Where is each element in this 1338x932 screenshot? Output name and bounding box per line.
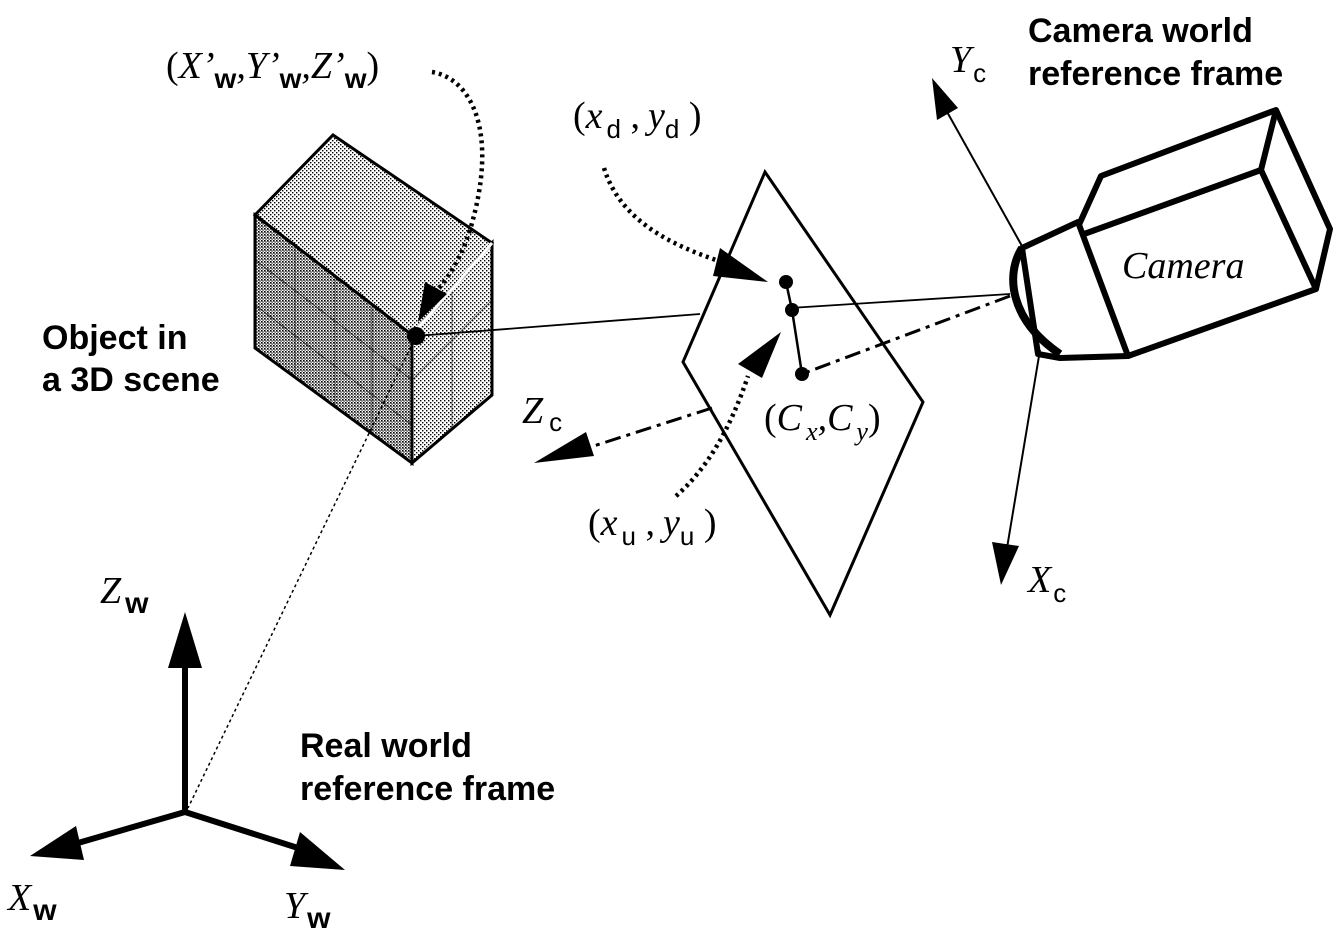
yw-label: Yw — [284, 885, 331, 932]
object-cube — [252, 133, 495, 467]
camera-body-label: Camera — [1122, 245, 1244, 287]
world-point-label: (X’w,Y’w,Z’w) — [166, 45, 379, 94]
camera-axis-xc — [1006, 349, 1041, 549]
xw-arrowhead — [30, 826, 84, 860]
pointer-distorted-head — [713, 248, 768, 282]
pointer-undistorted — [674, 375, 751, 498]
xc-arrowhead — [992, 542, 1019, 585]
pointer-world-point-head — [418, 282, 447, 322]
world-axis-x — [77, 809, 186, 846]
real-world-label-line1: Real world — [300, 727, 472, 765]
camera-lens — [1009, 245, 1063, 358]
optical-axis — [801, 294, 1011, 376]
projection-ray — [415, 313, 701, 337]
optical-axis-zc — [574, 406, 713, 454]
undistorted-point-dot — [785, 303, 799, 317]
camera-world-label-line2: reference frame — [1028, 55, 1283, 93]
pointer-world-point — [430, 69, 485, 298]
xw-label: Xw — [6, 877, 57, 927]
camera-axis-yc — [945, 109, 1023, 247]
cube-edge-highlight — [410, 242, 494, 336]
zw-arrowhead — [168, 612, 202, 668]
zc-arrowhead — [534, 432, 594, 463]
projection-ray-camera — [789, 293, 1011, 309]
yc-label: Yc — [950, 39, 986, 88]
principal-point-dot — [795, 367, 809, 381]
real-world-label-line2: reference frame — [300, 770, 555, 808]
pointer-undistorted-head — [738, 332, 781, 378]
distortion-segment — [784, 281, 804, 375]
camera — [1009, 107, 1333, 361]
object-label-line2: a 3D scene — [42, 361, 220, 399]
distorted-point-dot — [779, 275, 793, 289]
object-label-line1: Object in — [42, 319, 187, 357]
image-plane — [681, 168, 925, 619]
xc-label: Xc — [1026, 559, 1066, 608]
pointer-distorted — [601, 167, 723, 265]
camera-world-label-line1: Camera world — [1028, 12, 1253, 50]
yw-arrowhead — [290, 832, 345, 870]
yc-arrowhead — [932, 78, 958, 120]
world-axis-y — [184, 809, 299, 851]
cube-grid-lines — [254, 245, 493, 435]
